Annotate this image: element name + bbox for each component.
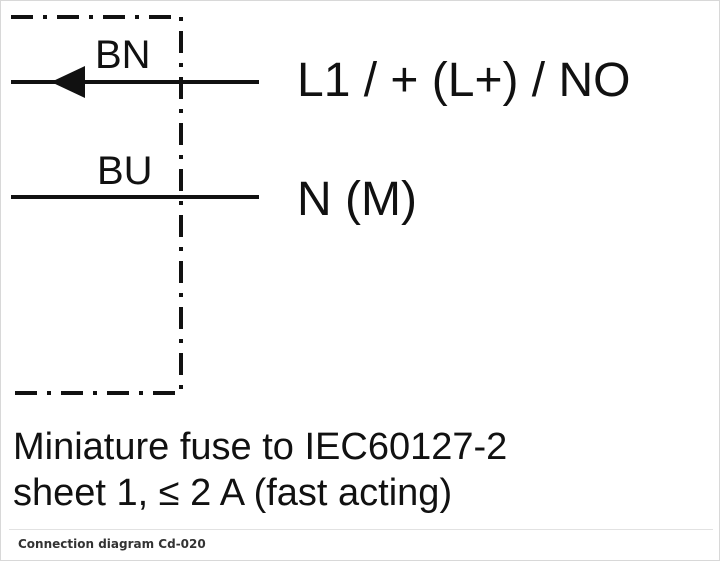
housing-boundary	[11, 15, 183, 395]
fuse-note-line-1: Miniature fuse to IEC60127-2	[13, 426, 507, 468]
wire-bn-arrow-icon	[51, 66, 85, 98]
connection-diagram: BN L1 / + (L+) / NO BU N (M) Miniature f…	[11, 15, 630, 514]
diagram-caption: Connection diagram Cd-020	[18, 537, 206, 551]
fuse-note-line-2: sheet 1, ≤ 2 A (fast acting)	[13, 472, 452, 514]
wire-bn-code: BN	[95, 33, 151, 77]
wire-bu-code: BU	[97, 149, 153, 193]
caption-divider	[9, 529, 713, 530]
wire-bn-connection: L1 / + (L+) / NO	[297, 54, 630, 107]
wire-bu-connection: N (M)	[297, 173, 417, 226]
